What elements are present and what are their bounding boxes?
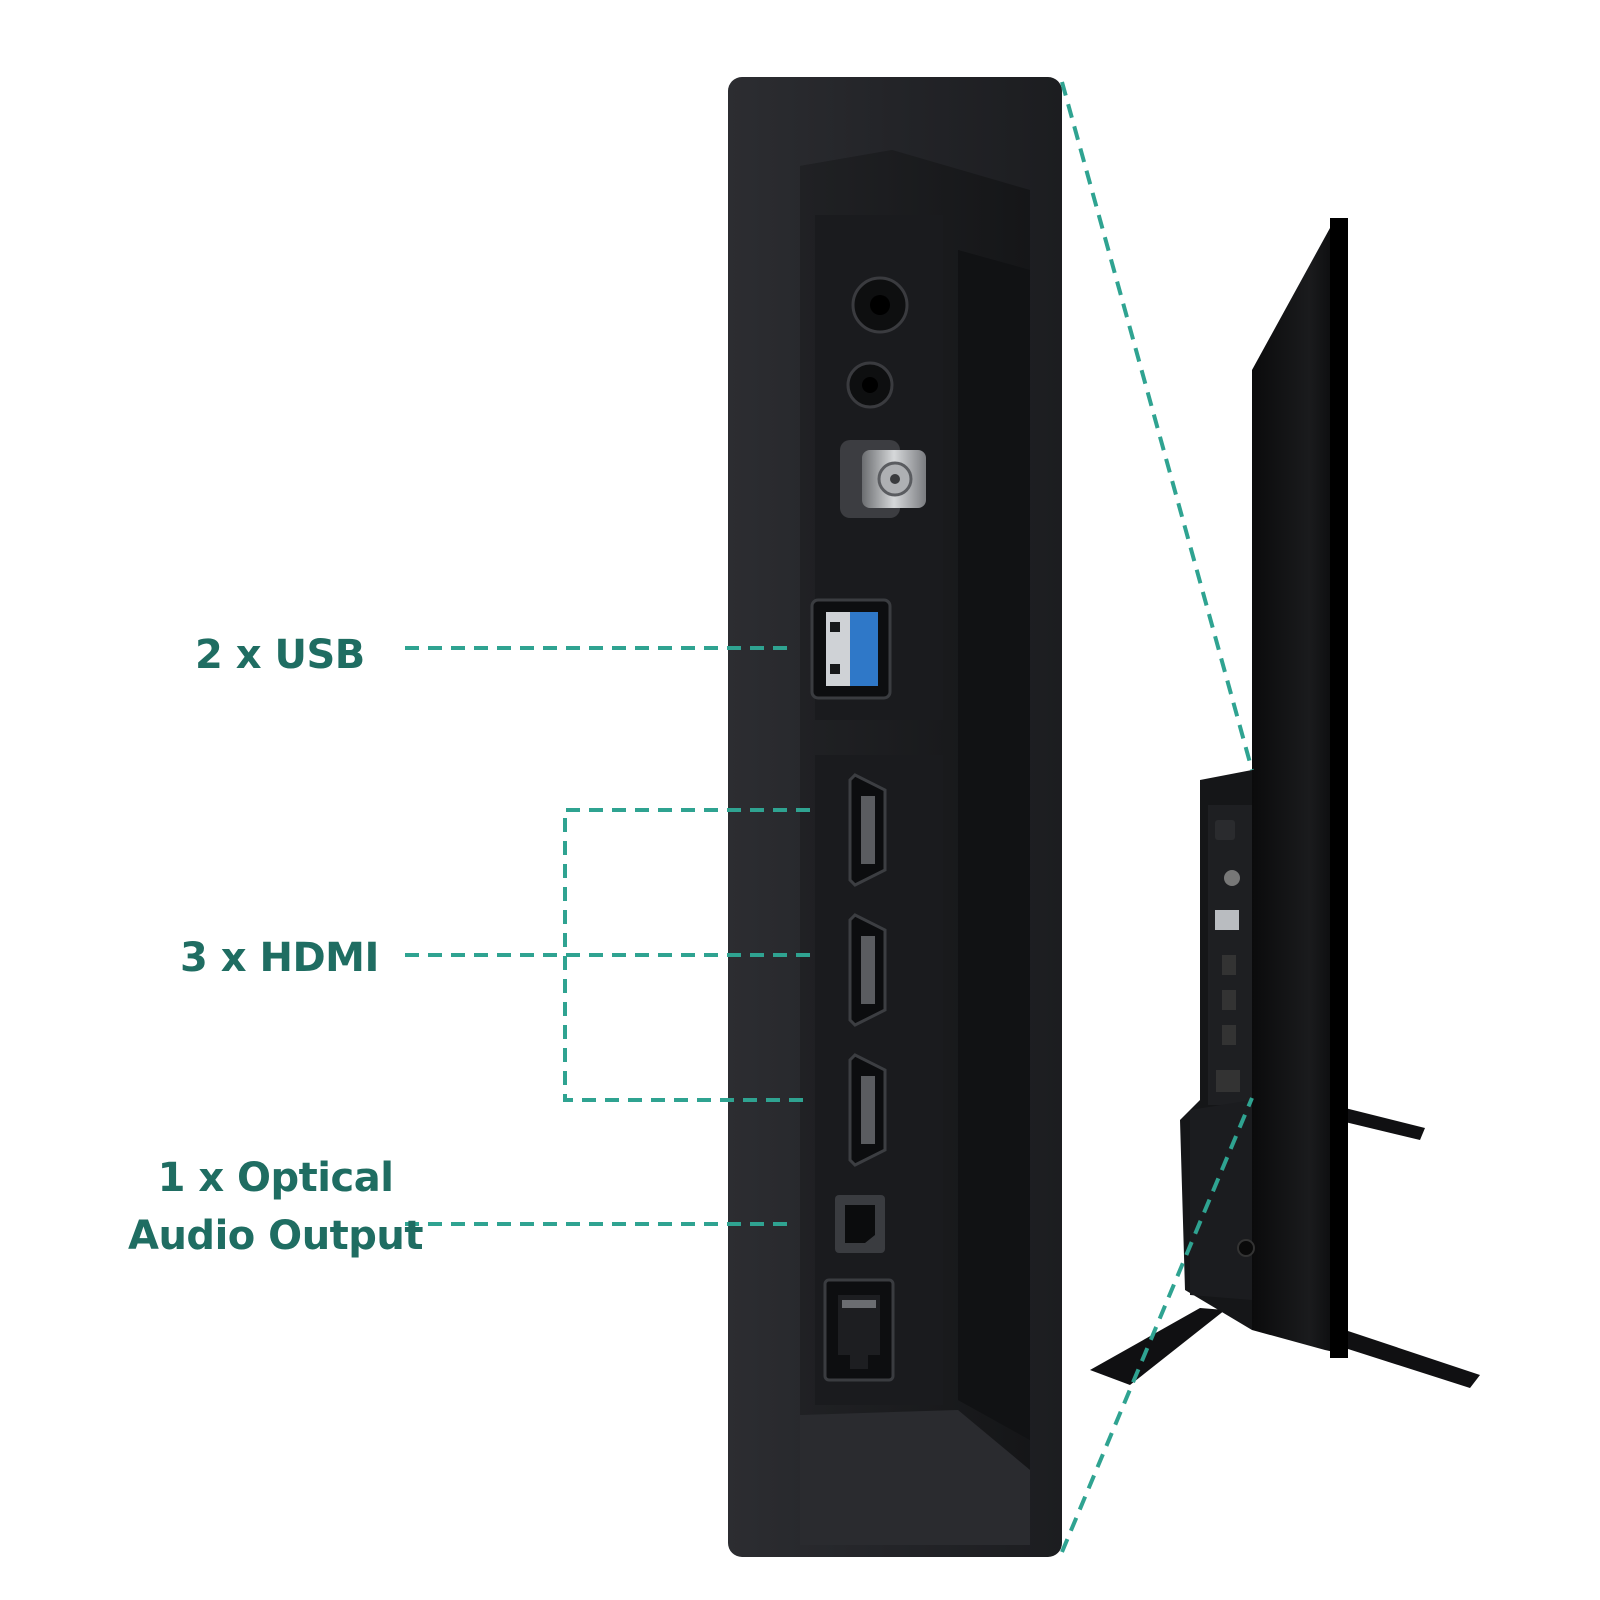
hdmi-label: 3 x HDMI — [180, 935, 379, 981]
optical-port-icon — [835, 1195, 885, 1253]
hdmi-port-1-icon — [848, 773, 887, 887]
headphone-jack-icon — [851, 276, 909, 334]
hdmi-port-2-icon — [848, 913, 887, 1027]
hdmi-bracket — [563, 808, 810, 1102]
zoom-line-bottom — [1060, 1097, 1254, 1553]
av-jack-icon — [846, 361, 894, 409]
optical-label-line2: Audio Output — [128, 1213, 424, 1259]
tv-side-view — [1090, 218, 1480, 1388]
callout-lines — [405, 81, 1254, 1553]
hdmi-port-3-icon — [848, 1053, 887, 1167]
antenna-connector-icon — [840, 440, 926, 518]
optical-label: 1 x Optical Audio Output — [128, 1149, 424, 1265]
optical-label-line1: 1 x Optical — [157, 1155, 394, 1201]
ethernet-port-icon — [823, 1278, 895, 1382]
zoom-line-top — [1060, 81, 1254, 771]
usb-port-icon — [810, 598, 892, 700]
usb-label: 2 x USB — [195, 632, 365, 678]
